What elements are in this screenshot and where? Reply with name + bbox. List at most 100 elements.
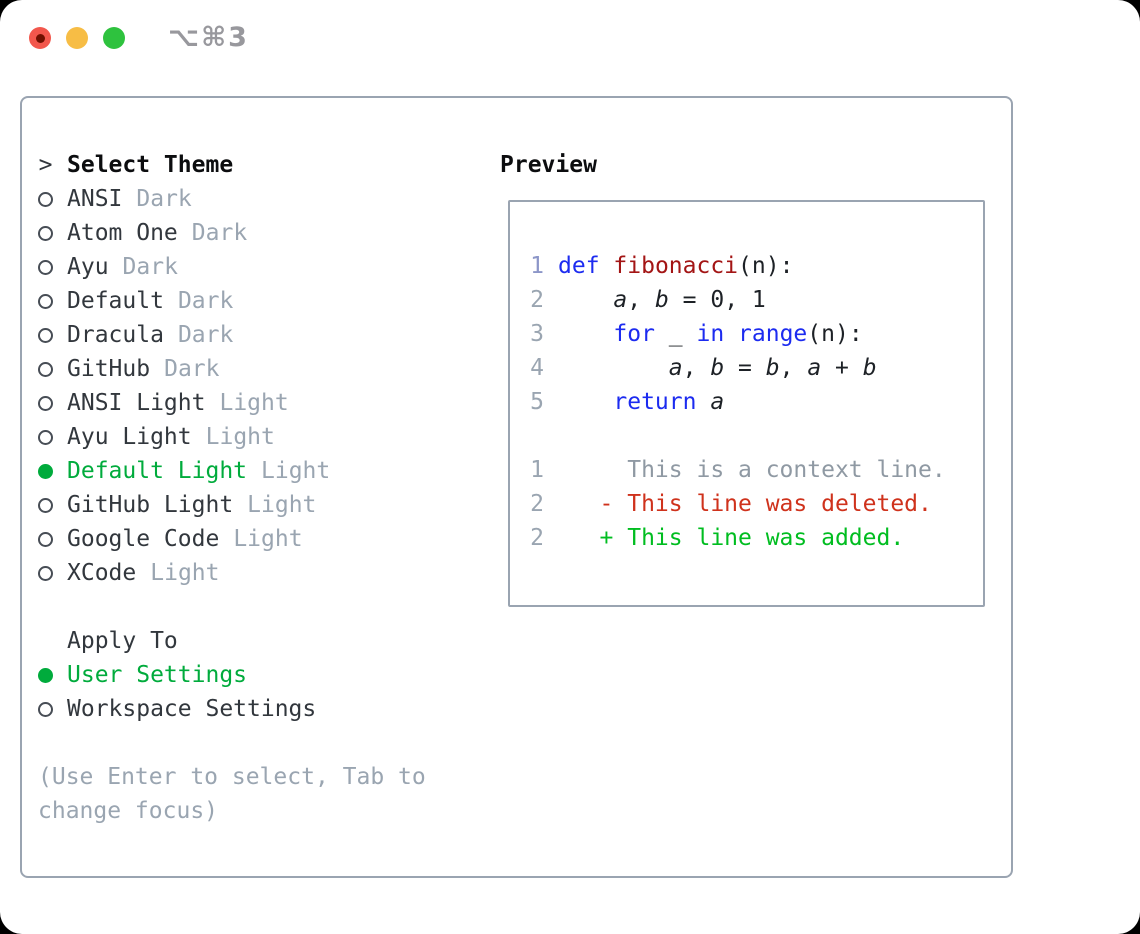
- code-var: b: [765, 355, 780, 381]
- theme-name: Default: [67, 288, 164, 314]
- code-kw: in: [696, 321, 725, 347]
- code-line: 2 a, b = 0, 1: [530, 283, 983, 317]
- minimize-button[interactable]: [66, 27, 88, 49]
- preview-title: Preview: [500, 152, 597, 178]
- theme-name: GitHub Light: [67, 492, 234, 518]
- theme-name: Google Code: [67, 526, 220, 552]
- theme-variant-tag: Light: [247, 492, 317, 518]
- line-number: 1: [530, 457, 544, 483]
- code-plain: +: [821, 355, 863, 381]
- code-plain: ,: [627, 287, 655, 313]
- radio-gutter: [38, 327, 53, 343]
- line-number: 4: [530, 355, 544, 381]
- spacer: [38, 590, 426, 624]
- radio-gutter: [38, 531, 53, 547]
- radio-icon: [38, 259, 53, 275]
- radio-icon: [38, 191, 53, 207]
- code-var: a: [807, 355, 822, 381]
- code-plain: [558, 287, 613, 313]
- theme-variant-tag: Light: [261, 458, 331, 484]
- code-line: 5 return a: [530, 385, 983, 419]
- theme-variant-tag: Dark: [136, 186, 192, 212]
- theme-name: ANSI Light: [67, 390, 206, 416]
- code-var: b: [654, 287, 669, 313]
- theme-variant-tag: Light: [233, 526, 303, 552]
- radio-gutter: [38, 395, 53, 411]
- radio-gutter: [38, 293, 53, 309]
- code-var: a: [710, 389, 725, 415]
- diff-preview: 1 This is a context line.2 - This line w…: [530, 453, 983, 555]
- theme-item-github-light[interactable]: GitHub Light Light: [38, 488, 426, 522]
- diff-line-deleted: 2 - This line was deleted.: [530, 487, 983, 521]
- radio-icon: [38, 565, 53, 581]
- theme-name: Ayu Light: [67, 424, 192, 450]
- hint-text-line2: change focus): [38, 798, 219, 824]
- theme-item-google-code[interactable]: Google Code Light: [38, 522, 426, 556]
- theme-variant-tag: Dark: [177, 288, 234, 314]
- theme-item-xcode[interactable]: XCode Light: [38, 556, 426, 590]
- theme-variant-tag: Light: [150, 560, 220, 586]
- apply-option-label: User Settings: [67, 662, 248, 688]
- select-theme-header: > Select Theme: [38, 148, 426, 182]
- line-number: 2: [530, 525, 544, 551]
- diff-text: - This line was deleted.: [558, 491, 932, 517]
- radio-gutter: [38, 463, 53, 479]
- close-button[interactable]: [29, 27, 51, 49]
- code-plain: _: [654, 321, 697, 347]
- line-number: 2: [530, 287, 544, 313]
- window-title: ⌥⌘3: [168, 22, 249, 53]
- unsaved-dot-icon: [35, 33, 45, 43]
- line-number: 3: [530, 321, 544, 347]
- radio-icon: [38, 361, 53, 377]
- theme-name: XCode: [67, 560, 137, 586]
- radio-gutter: [38, 497, 53, 513]
- code-plain: [558, 355, 669, 381]
- apply-option-workspace-settings[interactable]: Workspace Settings: [38, 692, 426, 726]
- code-text: for _ in range(n):: [558, 321, 862, 347]
- theme-item-ansi-light[interactable]: ANSI Light Light: [38, 386, 426, 420]
- theme-variant-tag: Dark: [191, 220, 248, 246]
- prompt-cursor-icon: >: [38, 152, 53, 178]
- radio-selected-icon: [38, 667, 53, 683]
- code-text: return a: [558, 389, 724, 415]
- theme-item-default[interactable]: Default Dark: [38, 284, 426, 318]
- code-var: a: [613, 287, 628, 313]
- code-plain: = 0, 1: [668, 287, 766, 313]
- theme-variant-tag: Light: [219, 390, 289, 416]
- diff-text: + This line was added.: [558, 525, 905, 551]
- radio-gutter: [38, 667, 53, 683]
- radio-selected-icon: [38, 463, 53, 479]
- theme-variant-tag: Dark: [122, 254, 178, 280]
- line-number: 5: [530, 389, 544, 415]
- code-plain: =: [724, 355, 766, 381]
- apply-option-user-settings[interactable]: User Settings: [38, 658, 426, 692]
- apply-to-header: Apply To: [67, 628, 178, 654]
- radio-icon: [38, 497, 53, 513]
- theme-item-ansi[interactable]: ANSI Dark: [38, 182, 426, 216]
- code-plain: [558, 321, 613, 347]
- code-text: a, b = 0, 1: [558, 287, 766, 313]
- spacer: [38, 726, 426, 760]
- radio-gutter: [38, 565, 53, 581]
- code-text: a, b = b, a + b: [558, 355, 877, 381]
- diff-line-context: 1 This is a context line.: [530, 453, 983, 487]
- radio-gutter: [38, 361, 53, 377]
- radio-gutter: [38, 225, 53, 241]
- zoom-button[interactable]: [103, 27, 125, 49]
- code-var: b: [710, 355, 725, 381]
- radio-gutter: [38, 429, 53, 445]
- theme-name: ANSI: [67, 186, 123, 212]
